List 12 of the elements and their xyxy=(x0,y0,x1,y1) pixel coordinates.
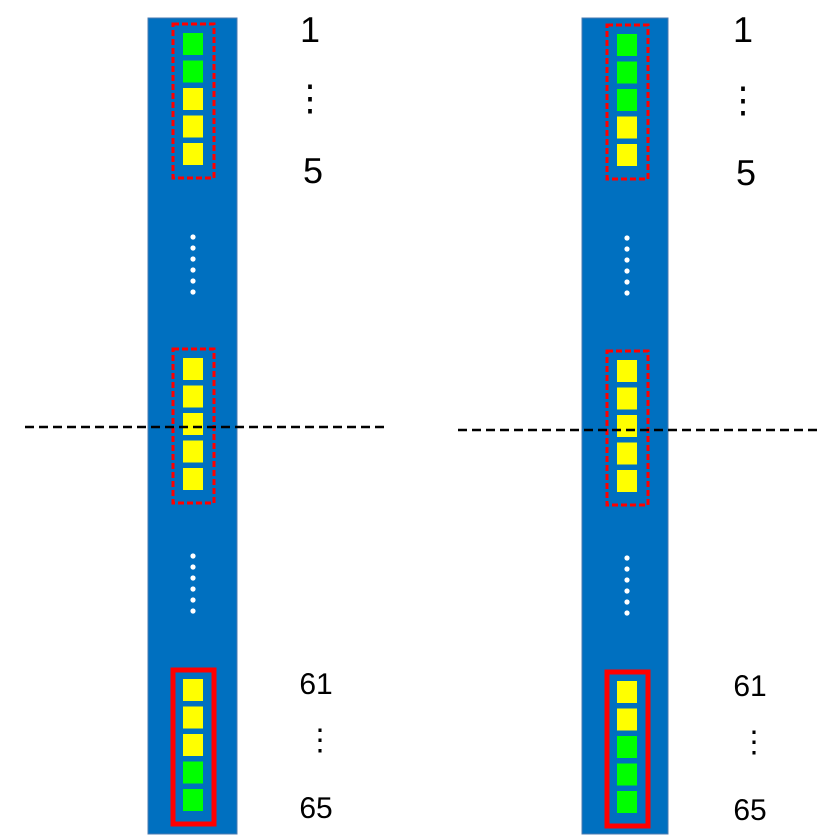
index-label: 5 xyxy=(302,153,324,189)
index-label: 1 xyxy=(300,12,320,48)
index-label: 5 xyxy=(736,155,756,191)
index-label: ⋮ xyxy=(292,80,328,116)
index-label: 65 xyxy=(733,796,767,826)
index-label: 61 xyxy=(733,672,767,702)
index-label: 61 xyxy=(299,670,333,700)
index-label: ⋮ xyxy=(739,728,769,758)
index-label: 65 xyxy=(299,794,333,824)
index-label: 1 xyxy=(732,12,754,48)
index-label: ⋮ xyxy=(725,82,761,118)
index-label: ⋮ xyxy=(305,726,335,756)
